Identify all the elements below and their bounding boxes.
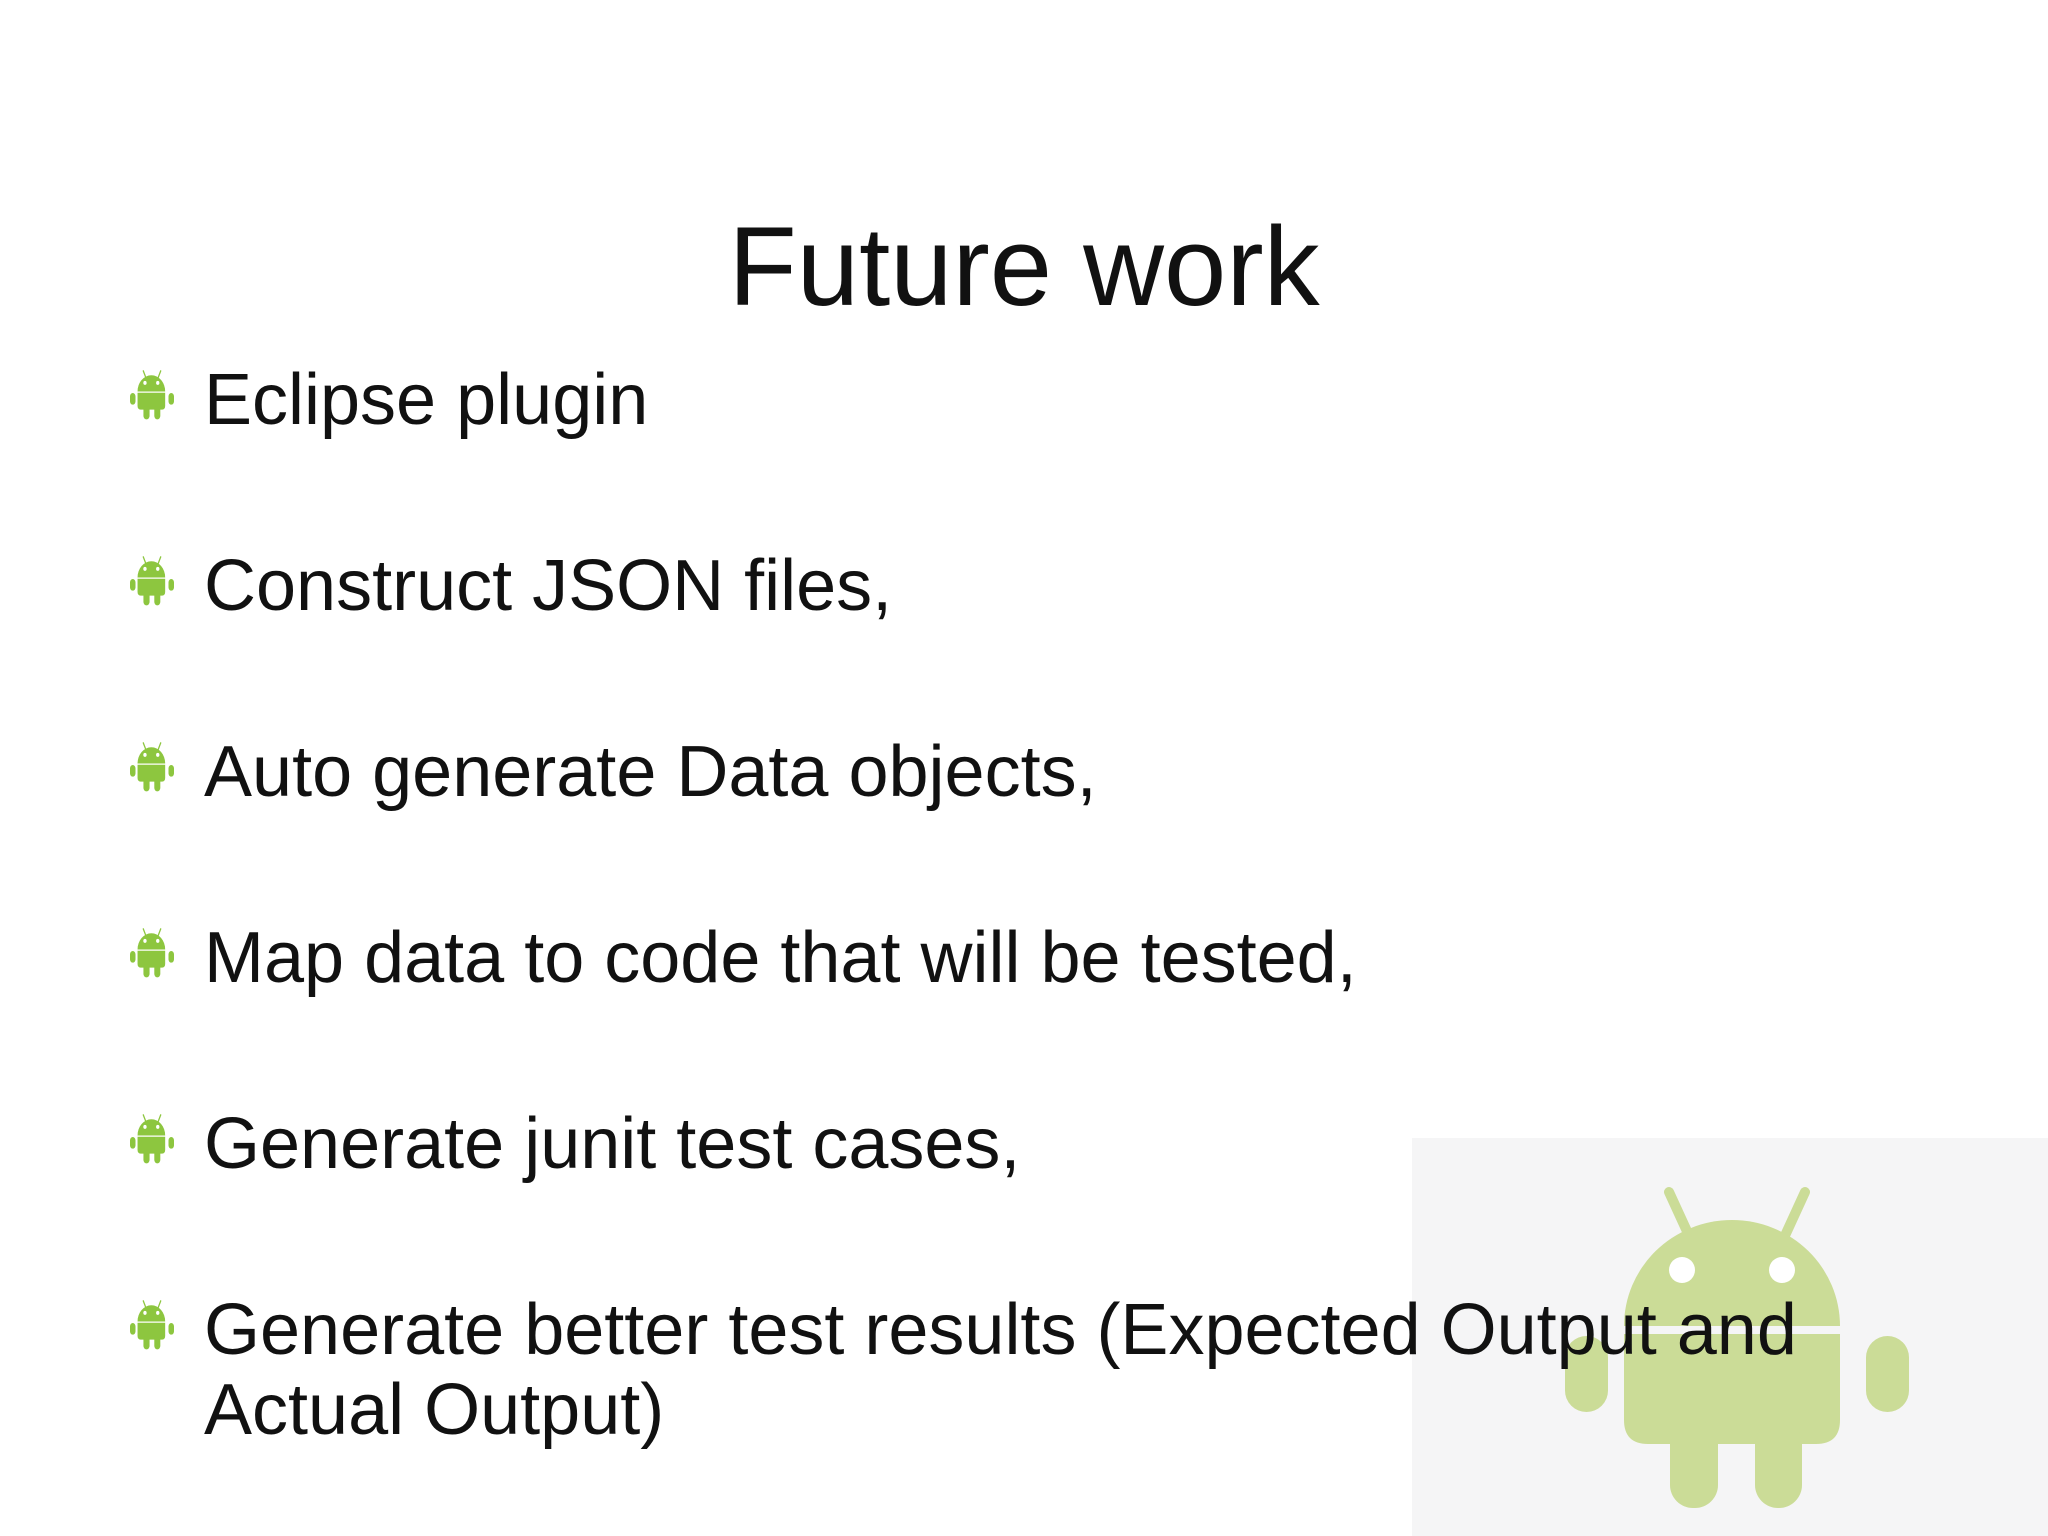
bullet-text: Map data to code that will be tested, [204, 918, 1357, 998]
android-robot-bullet-icon [130, 370, 174, 420]
android-robot-bullet-icon [130, 928, 174, 978]
android-robot-bullet-icon [130, 1114, 174, 1164]
list-item: Map data to code that will be tested, [130, 918, 1830, 998]
bullet-text: Generate better test results (Expected O… [204, 1290, 1797, 1450]
bullet-text: Auto generate Data objects, [204, 732, 1097, 812]
slide-title: Future work [728, 204, 1320, 330]
bullet-text: Generate junit test cases, [204, 1104, 1021, 1184]
list-item: Eclipse plugin [130, 360, 1830, 440]
bullet-list: Eclipse plugin Construct JSON files, Aut… [130, 360, 1830, 1536]
list-item: Generate better test results (Expected O… [130, 1290, 1830, 1450]
list-item: Auto generate Data objects, [130, 732, 1830, 812]
android-robot-bullet-icon [130, 556, 174, 606]
list-item: Construct JSON files, [130, 546, 1830, 626]
android-robot-bullet-icon [130, 1300, 174, 1350]
list-item: Generate junit test cases, [130, 1104, 1830, 1184]
bullet-text: Eclipse plugin [204, 360, 649, 440]
android-robot-bullet-icon [130, 742, 174, 792]
bullet-text: Construct JSON files, [204, 546, 893, 626]
